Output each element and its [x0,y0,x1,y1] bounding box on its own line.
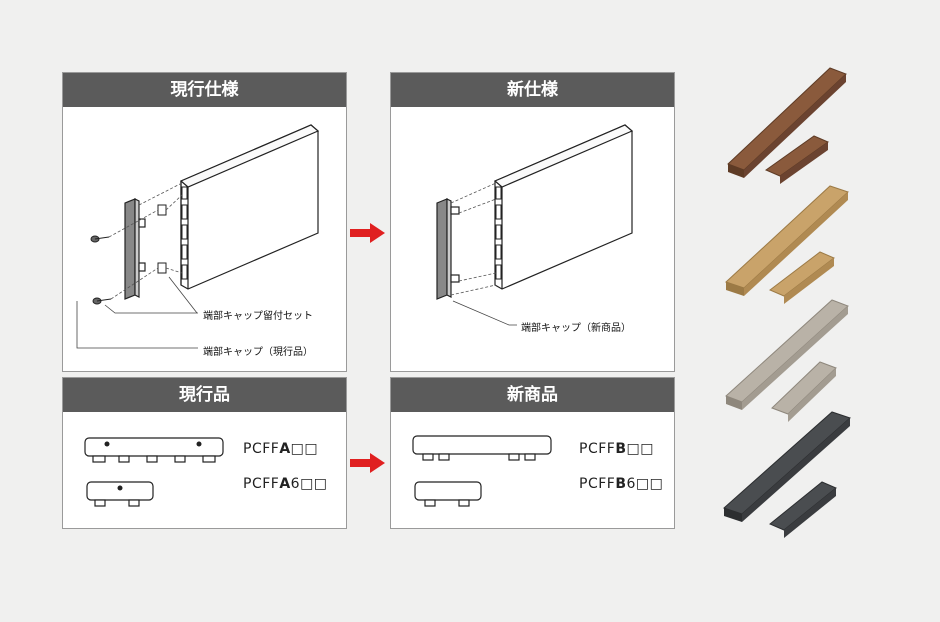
current-product-caps [84,437,224,507]
current-spec-title: 現行仕様 [63,73,346,107]
current-product-panel: 現行品 PCFFA□□ PCFFA6□□ [62,377,347,529]
code-current-long: PCFFA□□ [243,441,319,457]
swatch-greige [725,299,849,422]
code-new-short: PCFFB6□□ [579,476,664,492]
code-new-long: PCFFB□□ [579,441,654,457]
current-spec-panel: 現行仕様 [62,72,347,372]
new-product-caps [412,435,552,507]
new-product-title: 新商品 [391,378,674,412]
swatch-charcoal [723,411,851,538]
new-spec-panel: 新仕様 端部キャップ（新商品） [390,72,675,372]
cap-current-label: 端部キャップ（現行品） [203,347,313,358]
cap-new-label: 端部キャップ（新商品） [521,323,631,334]
current-spec-diagram [76,124,320,349]
code-current-short: PCFFA6□□ [243,476,328,492]
new-product-panel: 新商品 PCFFB□□ PCFFB6□□ [390,377,675,529]
swatch-brown [727,67,847,184]
arrow-right-icon [350,453,385,473]
current-product-title: 現行品 [63,378,346,412]
screw-set-label: 端部キャップ留付セット [203,311,313,322]
new-spec-diagram [436,124,634,326]
arrow-right-icon [350,223,385,243]
swatch-tan [725,185,849,304]
new-spec-title: 新仕様 [391,73,674,107]
color-swatches [723,67,851,538]
